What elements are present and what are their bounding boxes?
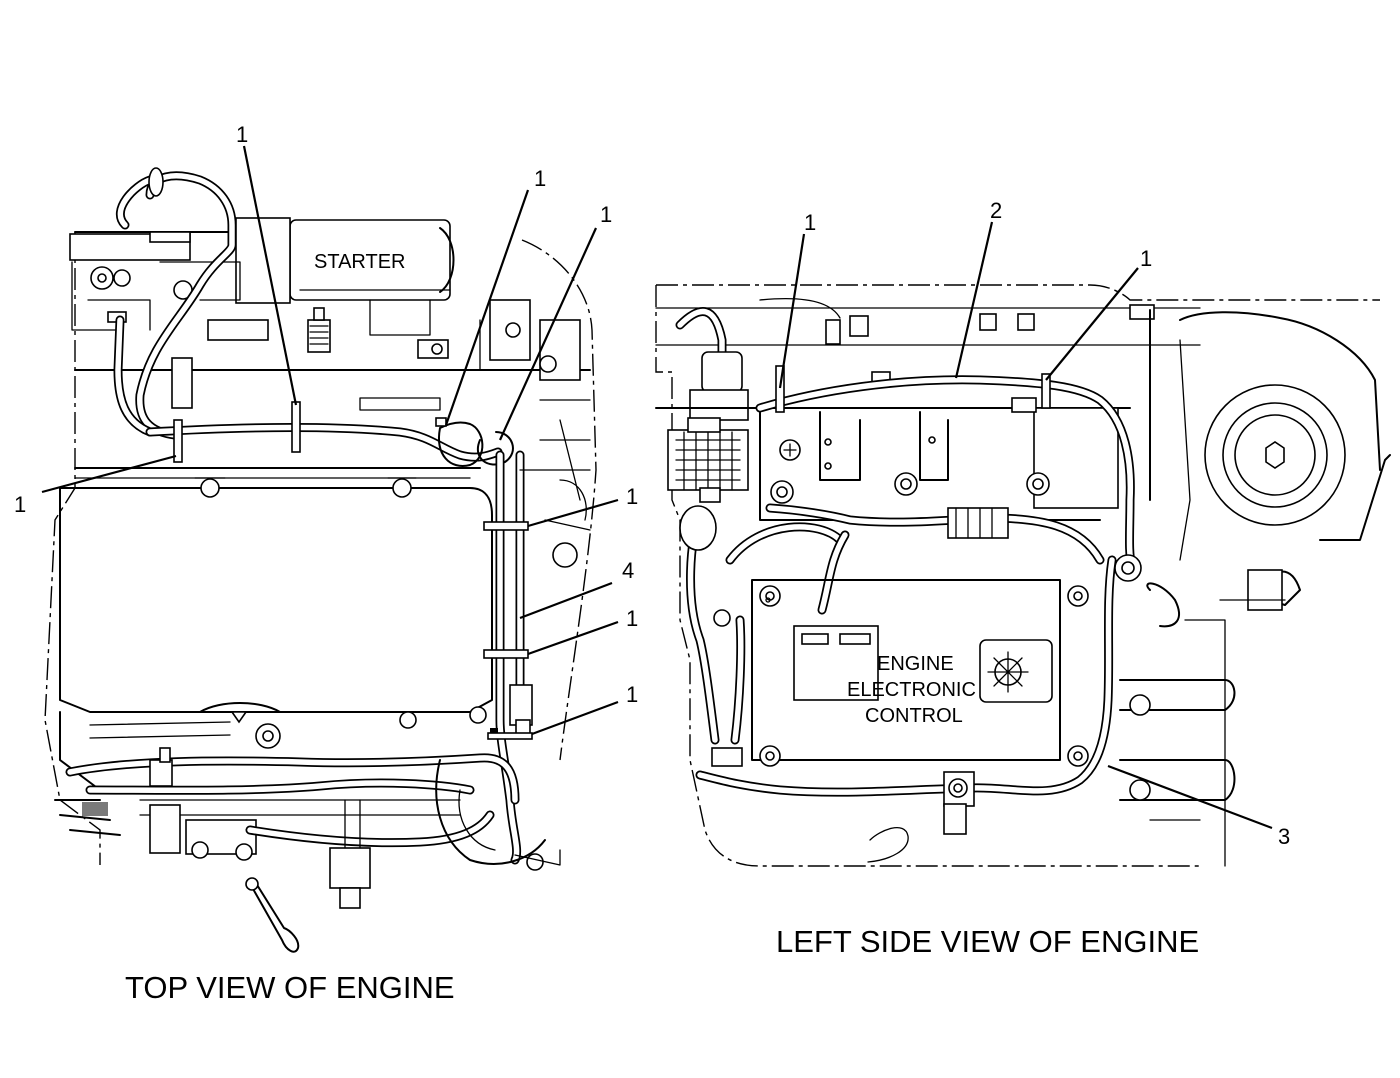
- side-callout-2: 2: [990, 198, 1002, 223]
- ecm-label-line1: ENGINE: [877, 653, 954, 675]
- top-callout-1e: 1: [626, 484, 638, 509]
- top-view-leaders: [41, 145, 619, 736]
- top-callout-1b: 1: [534, 166, 546, 191]
- top-callout-1a: 1: [236, 122, 248, 147]
- side-view-caption: LEFT SIDE VIEW OF ENGINE: [776, 924, 1199, 959]
- side-view-leaders: [778, 221, 1273, 830]
- ecm-label-line3: CONTROL: [865, 705, 963, 727]
- top-callout-4: 4: [622, 558, 634, 583]
- top-view-drawing: [44, 167, 597, 953]
- top-callout-1f: 1: [626, 606, 638, 631]
- side-callout-1b: 1: [1140, 246, 1152, 271]
- side-callout-3: 3: [1278, 824, 1290, 849]
- ecm-label-line2: ELECTRONIC: [847, 679, 976, 701]
- top-view-caption: TOP VIEW OF ENGINE: [125, 970, 455, 1005]
- side-view-drawing: [655, 284, 1391, 867]
- starter-label: STARTER: [314, 251, 406, 273]
- side-callout-1a: 1: [804, 210, 816, 235]
- top-callout-1d: 1: [14, 492, 26, 517]
- top-callout-1c: 1: [600, 202, 612, 227]
- top-callout-1g: 1: [626, 682, 638, 707]
